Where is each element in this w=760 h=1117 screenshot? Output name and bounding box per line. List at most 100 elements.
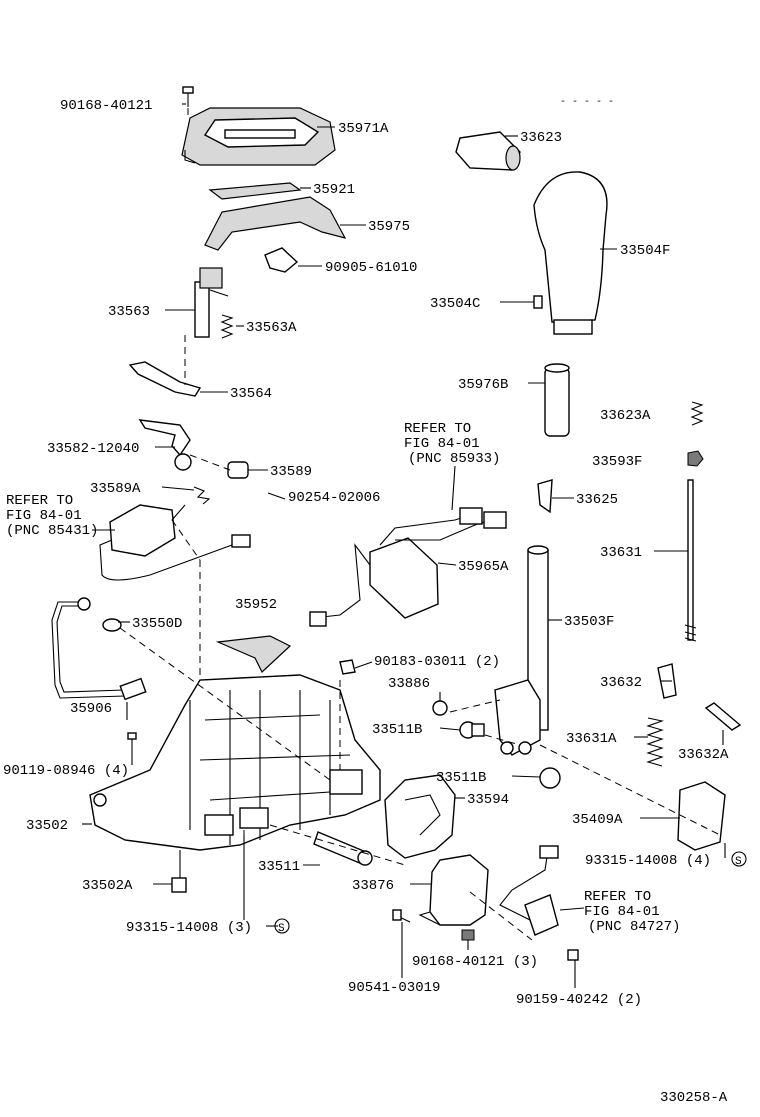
label-33589A: 33589A (90, 481, 141, 497)
label-33594: 33594 (467, 792, 509, 808)
plate-33876-drawing (418, 854, 489, 926)
s-symbol-1-text: S (735, 856, 742, 868)
label-33623: 33623 (520, 130, 562, 146)
refer-85431-line1: REFER TO (6, 493, 73, 509)
top-right-mark: - - - - - (560, 97, 614, 108)
label-33593F: 33593F (592, 454, 642, 470)
refer-85933-line2: FIG 84-01 (404, 436, 480, 452)
bushing-33511B-lower-drawing (539, 767, 561, 789)
leader-lines (82, 103, 726, 988)
sensor-84727-drawing (499, 845, 559, 936)
bolt-90168-40121-3-drawing (461, 929, 475, 941)
label-33631: 33631 (600, 545, 642, 561)
assembly-dashed-lines (119, 108, 721, 941)
label-90905-61010: 90905-61010 (325, 260, 417, 276)
label-33625: 33625 (576, 492, 618, 508)
label-33623A: 33623A (600, 408, 651, 424)
label-93315-14008-4: 93315-14008 (4) (585, 853, 711, 869)
s-symbol-1: S (731, 851, 747, 868)
clip-90905-61010-drawing (264, 247, 299, 273)
bezel-35971A-drawing (181, 107, 336, 166)
bolt-90168-40121-drawing (182, 86, 194, 107)
label-33632A: 33632A (678, 747, 729, 763)
bolt-90119-08946-drawing (127, 732, 137, 755)
bracket-35409A-drawing (677, 781, 726, 851)
tube-35976B-drawing (544, 363, 570, 437)
label-33511: 33511 (258, 859, 300, 875)
label-90168-40121-3: 90168-40121 (3) (412, 954, 538, 970)
label-33504C: 33504C (430, 296, 480, 312)
label-33632: 33632 (600, 675, 642, 691)
cover-33594-drawing (384, 774, 456, 859)
label-33886: 33886 (388, 676, 430, 692)
label-33502: 33502 (26, 818, 68, 834)
part-35952-drawing (215, 635, 292, 673)
label-33876: 33876 (352, 878, 394, 894)
bushing-33511B-upper-drawing (459, 721, 485, 739)
label-93315-14008-3: 93315-14008 (3) (126, 920, 252, 936)
spring-33563A-drawing (220, 314, 234, 339)
label-35921: 35921 (313, 182, 355, 198)
s-symbol-2-text: S (278, 923, 285, 935)
label-90541-03019: 90541-03019 (348, 980, 440, 996)
rod-33631-drawing (684, 479, 697, 642)
refer-85933-line3: (PNC 85933) (408, 451, 500, 467)
label-33563: 33563 (108, 304, 150, 320)
cap-33502A-drawing (171, 877, 187, 893)
spring-33589A-drawing (193, 486, 211, 505)
pin-33632A-drawing (704, 702, 742, 731)
harness-35906-drawing (51, 597, 147, 701)
pin-33511-drawing (313, 831, 373, 866)
bushing-33886-drawing (432, 700, 448, 716)
refer-84727-line2: FIG 84-01 (584, 904, 660, 920)
cap-33550D-drawing (102, 618, 122, 632)
refer-block-85933: REFER TO FIG 84-01 (PNC 85933) (404, 421, 500, 511)
label-33563A: 33563A (246, 320, 297, 336)
bracket-33564-drawing (128, 361, 202, 397)
label-33504F: 33504F (620, 243, 670, 259)
refer-84727-line3: (PNC 84727) (588, 919, 680, 935)
label-35965A: 35965A (458, 559, 509, 575)
solenoid-85431-drawing (99, 504, 251, 581)
label-33511B-upper: 33511B (372, 722, 422, 738)
refer-85431-line3: (PNC 85431) (6, 523, 98, 539)
label-90183-03011: 90183-03011 (2) (374, 654, 500, 670)
spring-33623A-drawing (690, 401, 704, 426)
spring-33631A-drawing (646, 717, 665, 767)
s-symbol-2: S (274, 918, 290, 935)
lever-33563-drawing (194, 267, 229, 338)
bolt-90159-40242-drawing (567, 949, 579, 961)
refer-85933-line1: REFER TO (404, 421, 471, 437)
label-33631A: 33631A (566, 731, 617, 747)
label-35952: 35952 (235, 597, 277, 613)
sleeve-33623-drawing (455, 131, 521, 171)
screw-33504C-drawing (520, 295, 543, 309)
refer-85431-line2: FIG 84-01 (6, 508, 82, 524)
switch-35965A-drawing (309, 507, 507, 627)
housing-33502-drawing (89, 674, 381, 851)
label-35906: 35906 (70, 701, 112, 717)
label-33502A: 33502A (82, 878, 133, 894)
screw-90541-03019-drawing (392, 909, 411, 923)
label-33550D: 33550D (132, 616, 182, 632)
lever-33503F-drawing (494, 545, 549, 756)
lever-33582-12040-drawing (138, 419, 192, 471)
clip-90183-03011-drawing (339, 659, 356, 675)
label-35409A: 35409A (572, 812, 623, 828)
label-33582-12040: 33582-12040 (47, 441, 139, 457)
part-labels: 90168-40121 35971A 33623 35921 35975 335… (3, 98, 729, 1008)
label-90119-08946: 90119-08946 (4) (3, 763, 129, 779)
label-33589: 33589 (270, 464, 312, 480)
label-33564: 33564 (230, 386, 272, 402)
part-33625-drawing (537, 479, 553, 514)
label-33503F: 33503F (564, 614, 614, 630)
knob-33504F-drawing (533, 171, 608, 335)
label-33511B-lower: 33511B (436, 770, 486, 786)
label-35976B: 35976B (458, 377, 508, 393)
refer-block-84727: REFER TO FIG 84-01 (PNC 84727) (559, 889, 680, 935)
refer-84727-line1: REFER TO (584, 889, 651, 905)
label-90254-02006: 90254-02006 (288, 490, 380, 506)
label-90168-40121: 90168-40121 (60, 98, 152, 114)
